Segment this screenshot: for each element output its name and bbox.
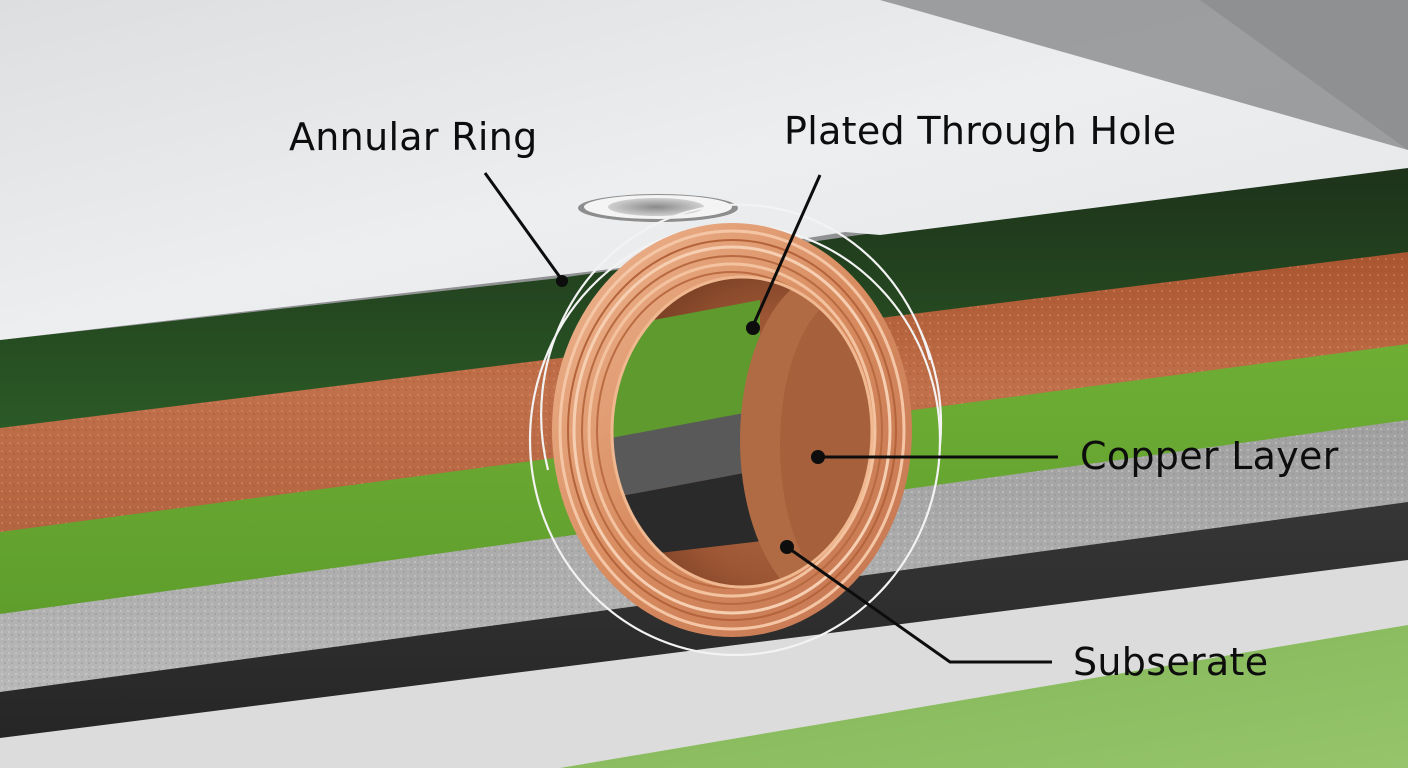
dot-substrate [780, 540, 794, 554]
label-plated-through-hole: Plated Through Hole [784, 109, 1177, 153]
dot-annular-ring [556, 275, 568, 287]
annular-ring-pad [578, 194, 738, 222]
leader-line-plated-through-hole [750, 174, 822, 329]
leader-line-annular-ring [483, 172, 564, 281]
leader-dots [556, 275, 825, 554]
leader-line-substrate [786, 545, 1052, 664]
dot-plated-through-hole [746, 321, 760, 335]
leader-lines [483, 172, 1058, 664]
background-shadow [880, 0, 1408, 150]
top-surface [0, 0, 1408, 340]
label-annular-ring: Annular Ring [289, 115, 538, 159]
label-copper-layer: Copper Layer [1080, 434, 1339, 478]
dot-copper-layer [811, 450, 825, 464]
label-substrate: Subserate [1073, 640, 1269, 684]
bottom-white-layer [0, 555, 1408, 768]
plated-through-hole-via [552, 223, 912, 637]
